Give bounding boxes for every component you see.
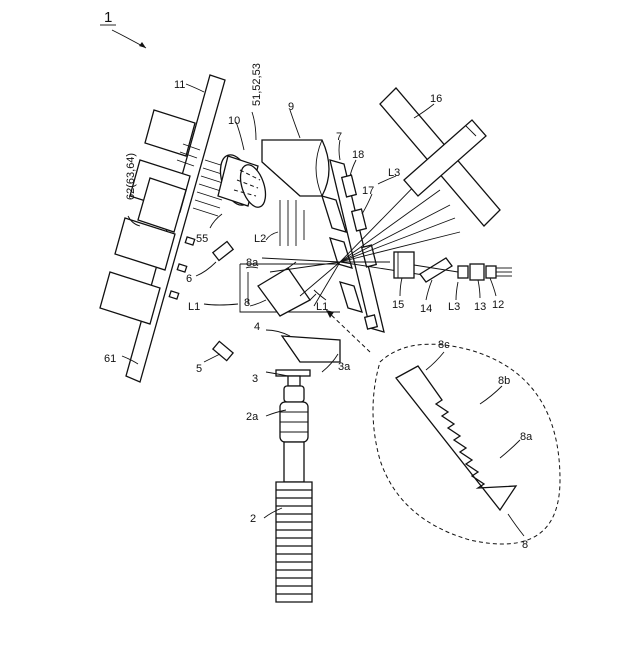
- plate-7: [322, 160, 384, 332]
- mirror-4: [282, 336, 340, 362]
- label-55: 55: [196, 233, 208, 245]
- label-15: 15: [392, 299, 404, 311]
- label-8b: 8b: [498, 375, 510, 387]
- label-8a-detail: 8a: [520, 431, 533, 443]
- label-3a: 3a: [338, 361, 351, 373]
- label-18: 18: [352, 149, 364, 161]
- label-11: 11: [174, 79, 185, 91]
- label-9: 9: [288, 101, 294, 113]
- label-7: 7: [336, 131, 342, 143]
- label-17: 17: [362, 185, 374, 197]
- label-3: 3: [252, 373, 258, 385]
- label-16: 16: [430, 93, 442, 105]
- hose-2: [276, 386, 312, 602]
- label-10: 10: [228, 115, 240, 127]
- label-13: 13: [474, 301, 486, 313]
- label-2: 2: [250, 513, 256, 525]
- label-61: 61: [104, 353, 116, 365]
- lens-9: [262, 140, 329, 196]
- main-board-61: [100, 75, 230, 382]
- label-6: 6: [186, 273, 192, 285]
- figure-number-text: 1: [104, 9, 112, 26]
- nozzle-3: [276, 370, 310, 386]
- beam-L2: [280, 200, 304, 246]
- unit-15: [394, 252, 414, 278]
- label-4: 4: [254, 321, 260, 333]
- label-L3-bottom: L3: [448, 301, 460, 313]
- screen-16: [380, 88, 500, 226]
- label-12: 12: [492, 299, 504, 311]
- label-62: 62(63,64): [125, 153, 137, 200]
- label-14: 14: [420, 303, 432, 315]
- label-8a: 8a: [246, 257, 259, 269]
- label-8-detail: 8: [522, 539, 528, 551]
- sensor-5: [213, 341, 233, 360]
- label-5: 5: [196, 363, 202, 375]
- label-L3-top: L3: [388, 167, 400, 179]
- label-8c: 8c: [438, 339, 450, 351]
- prism-8: [258, 262, 316, 316]
- label-L1-right: L1: [316, 301, 328, 313]
- label-8: 8: [244, 297, 250, 309]
- label-51-52-53: 51,52,53: [251, 63, 263, 106]
- figure-number: 1: [100, 9, 146, 48]
- label-L1-left: L1: [188, 301, 200, 313]
- label-L2: L2: [254, 233, 266, 245]
- sensor-6: [213, 242, 233, 261]
- label-2a: 2a: [246, 411, 259, 423]
